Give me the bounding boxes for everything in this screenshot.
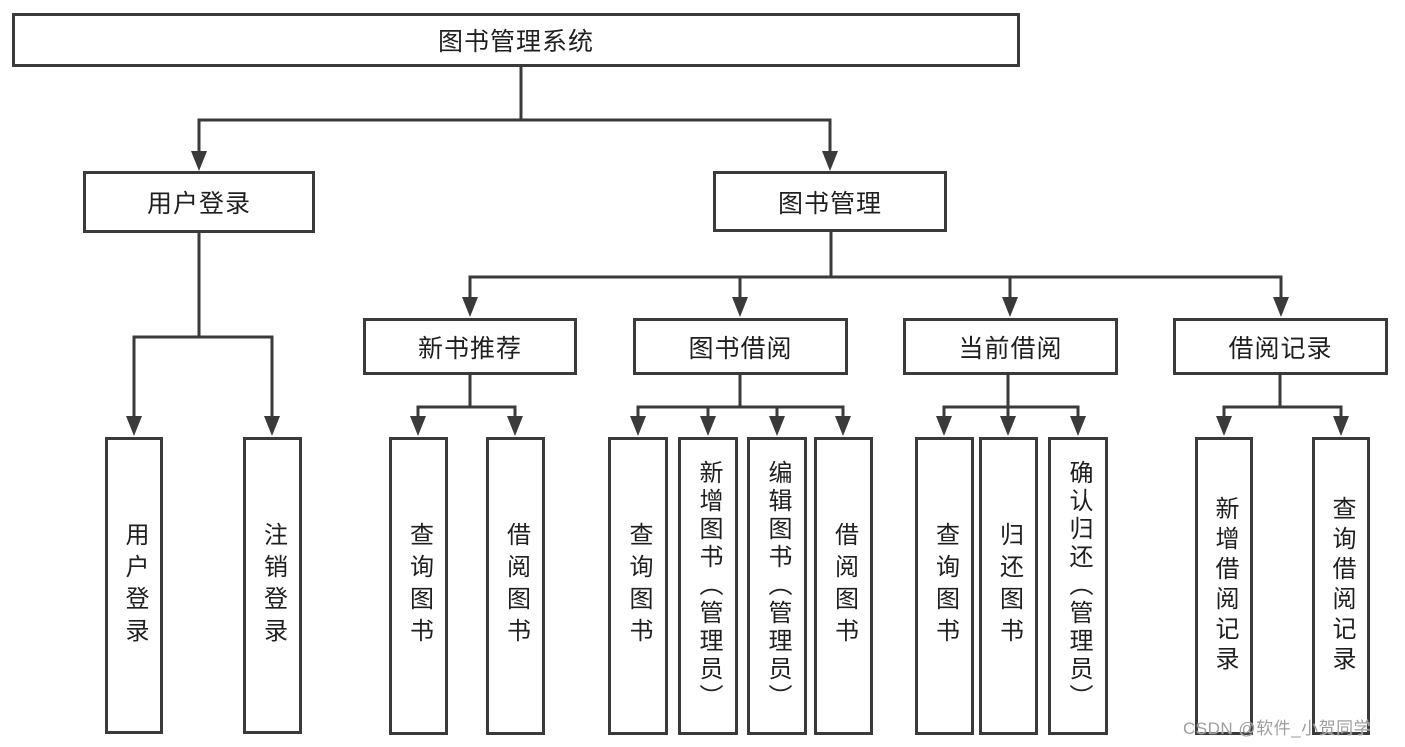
- node-book-borrow: 图书借阅: [633, 318, 848, 375]
- node-label: 编辑图书（管理员）: [764, 460, 791, 712]
- node-book-management: 图书管理: [713, 171, 947, 232]
- leaf-bb-add-books-admin: 新增图书（管理员）: [678, 437, 738, 735]
- leaf-br-add-record: 新增借阅记录: [1195, 437, 1253, 735]
- node-user-login: 用户登录: [83, 171, 315, 233]
- leaf-nbr-borrow-books: 借阅图书: [486, 437, 545, 735]
- node-new-book-recommend: 新书推荐: [363, 318, 577, 375]
- node-label: 查询借阅记录: [1328, 496, 1355, 676]
- leaf-cb-return-books: 归还图书: [979, 437, 1038, 735]
- leaf-bb-edit-books-admin: 编辑图书（管理员）: [747, 437, 807, 735]
- leaf-cb-confirm-return-admin: 确认归还（管理员）: [1048, 437, 1108, 735]
- node-label: 新增图书（管理员）: [695, 460, 722, 712]
- csdn-watermark: CSDN @软件_小贺同学: [1183, 719, 1372, 738]
- node-label: 用户登录: [146, 190, 251, 218]
- leaf-cb-query-books: 查询图书: [915, 437, 974, 735]
- node-root-library-system: 图书管理系统: [12, 13, 1020, 67]
- node-label: 图书管理: [777, 189, 882, 218]
- node-label: 新书推荐: [417, 334, 522, 363]
- leaf-logout: 注销登录: [243, 437, 302, 734]
- leaf-br-query-record: 查询借阅记录: [1312, 437, 1370, 735]
- node-label: 图书管理系统: [437, 28, 594, 56]
- node-label: 查询图书: [625, 522, 652, 650]
- node-label: 确认归还（管理员）: [1065, 460, 1092, 712]
- node-label: 借阅图书: [830, 522, 858, 650]
- node-label: 借阅记录: [1228, 334, 1333, 363]
- node-label: 借阅图书: [502, 522, 530, 650]
- leaf-user-login: 用户登录: [105, 437, 163, 734]
- node-label: 当前借阅: [958, 334, 1063, 363]
- node-label: 注销登录: [259, 521, 287, 650]
- leaf-bb-query-books: 查询图书: [608, 437, 668, 735]
- leaf-bb-borrow-books: 借阅图书: [814, 437, 873, 735]
- node-label: 图书借阅: [688, 334, 793, 363]
- node-label: 归还图书: [995, 522, 1023, 650]
- leaf-nbr-query-books: 查询图书: [389, 437, 448, 735]
- node-label: 查询图书: [931, 522, 959, 650]
- node-current-borrow: 当前借阅: [903, 318, 1118, 375]
- node-label: 用户登录: [121, 521, 148, 650]
- node-label: 新增借阅记录: [1211, 496, 1238, 676]
- node-borrow-records: 借阅记录: [1173, 318, 1388, 375]
- node-label: 查询图书: [405, 522, 433, 650]
